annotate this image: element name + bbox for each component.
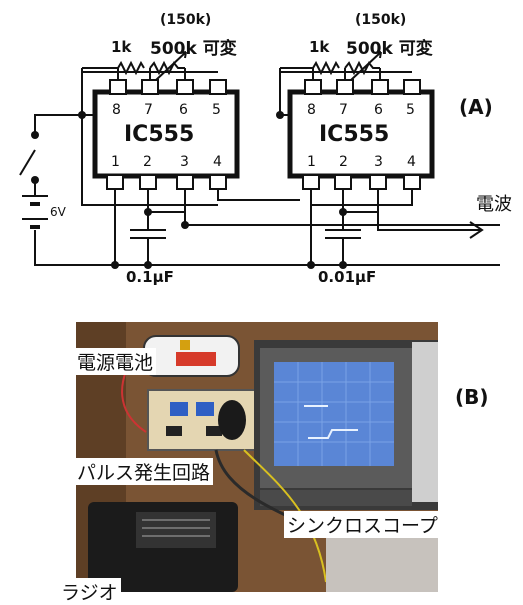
left-pin-7: 7 — [144, 102, 153, 118]
left-ic-name: IC555 — [124, 122, 195, 147]
right-pin-3: 3 — [374, 154, 383, 170]
battery-label: 6V — [50, 205, 66, 219]
circuit-schematic — [19, 51, 500, 269]
right-ic-name: IC555 — [319, 122, 390, 147]
right-pin-2: 2 — [339, 154, 348, 170]
caption-pulse-circuit: パルス発生回路 — [74, 458, 214, 485]
left-pin-3: 3 — [180, 154, 189, 170]
experiment-photo — [76, 322, 438, 592]
left-pot-alt-label: (150k) — [160, 12, 212, 28]
left-ic-body — [92, 89, 240, 179]
caption-radio: ラジオ — [58, 578, 121, 605]
schematic-label: (A) — [459, 95, 493, 119]
right-pot-alt-label: (150k) — [355, 12, 407, 28]
left-pin-5: 5 — [212, 102, 221, 118]
right-pot-label: 500k 可変 — [346, 39, 433, 59]
left-pin-4: 4 — [213, 154, 222, 170]
caption-battery: 電源電池 — [74, 348, 157, 375]
right-pin-7: 7 — [339, 102, 348, 118]
left-resistor-label: 1k — [111, 38, 132, 56]
left-pin-2: 2 — [143, 154, 152, 170]
right-pin-4: 4 — [407, 154, 416, 170]
left-pin-1: 1 — [111, 154, 120, 170]
left-pin-6: 6 — [179, 102, 188, 118]
right-pin-8: 8 — [307, 102, 316, 118]
caption-oscilloscope: シンクロスコープ — [284, 511, 441, 538]
right-pin-6: 6 — [374, 102, 383, 118]
photo-label: (B) — [455, 385, 489, 409]
right-resistor-label: 1k — [309, 38, 330, 56]
left-capacitor-label: 0.1μF — [126, 268, 174, 286]
right-pin-5: 5 — [406, 102, 415, 118]
left-pot-label: 500k 可変 — [150, 39, 237, 59]
output-label: 電波 — [476, 194, 512, 215]
right-ic-body — [287, 89, 435, 179]
left-pin-8: 8 — [112, 102, 121, 118]
right-capacitor-label: 0.01μF — [318, 268, 377, 286]
right-pin-1: 1 — [307, 154, 316, 170]
